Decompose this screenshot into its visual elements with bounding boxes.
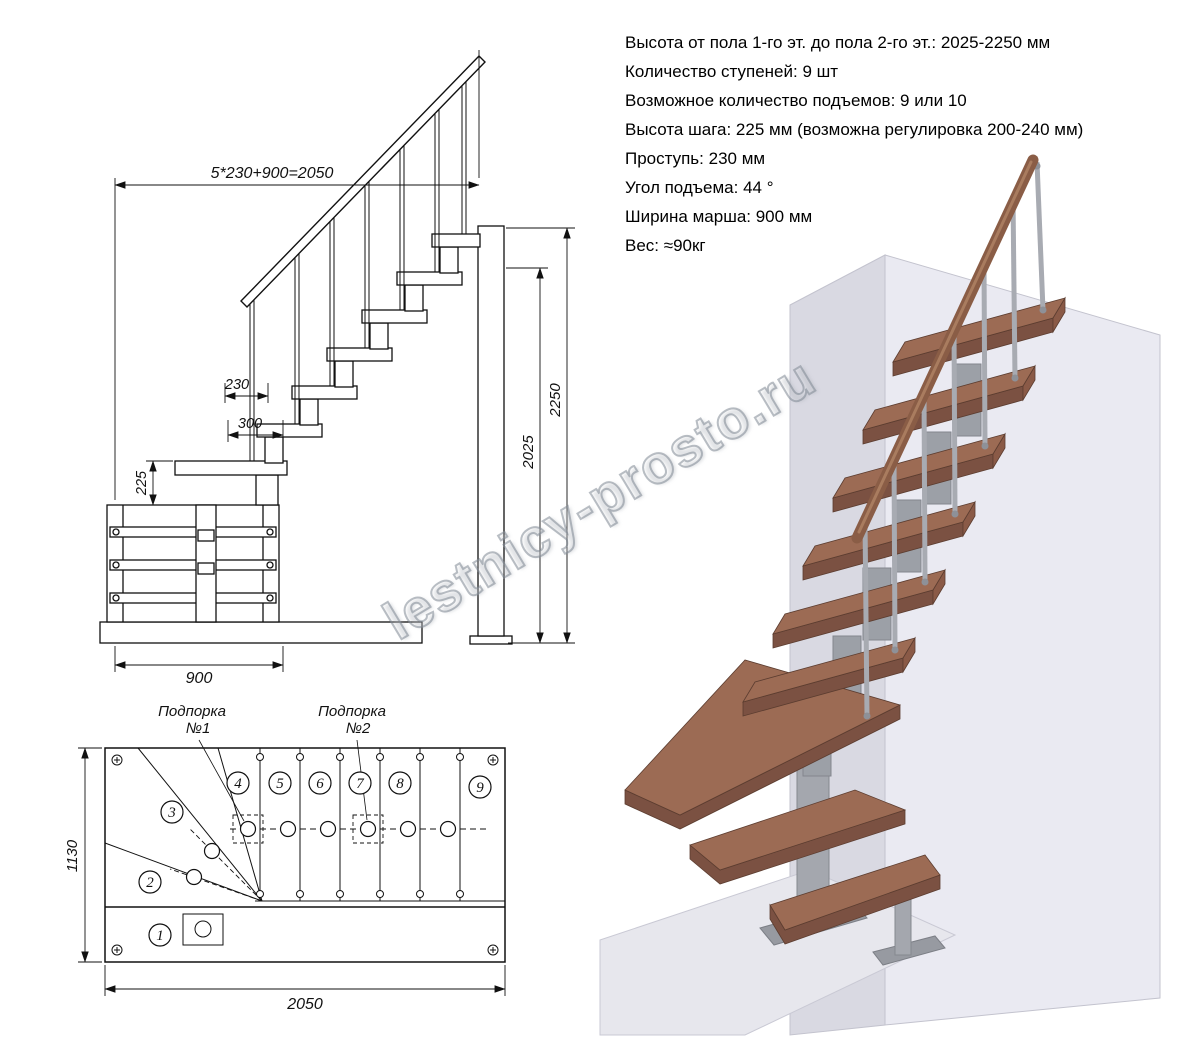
spec-line-step-count: Количество ступеней: 9 шт <box>625 62 839 81</box>
base-plate <box>99 621 423 644</box>
support2-label: Подпорка <box>318 703 386 720</box>
dim-label-width: 900 <box>186 670 213 687</box>
step-number: 9 <box>476 780 484 796</box>
spec-line-tread-depth: Проступь: 230 мм <box>625 149 766 168</box>
step-number: 4 <box>234 776 242 792</box>
spec-line-step-height: Высота шага: 225 мм (возможна регулировк… <box>625 120 1084 139</box>
spec-line-march-width: Ширина марша: 900 мм <box>625 207 813 226</box>
plan-labels: Подпорка №1 Подпорка №2 1 2 3 4 5 6 7 8 … <box>64 703 484 1013</box>
spec-line-height-range: Высота от пола 1-го эт. до пола 2-го эт.… <box>625 33 1051 52</box>
spec-line-rise-count: Возможное количество подъемов: 9 или 10 <box>625 91 967 110</box>
spec-line-weight: Вес: ≈90кг <box>625 236 706 255</box>
support1-leader <box>198 739 245 822</box>
dim-label-floor-height: 2025 <box>520 435 537 470</box>
tread-step4 <box>742 636 916 717</box>
column-base-plan <box>182 913 224 946</box>
dim-label-length: 2050 <box>286 996 323 1013</box>
dim-label-depth: 1130 <box>64 839 81 872</box>
step-number: 6 <box>316 776 324 792</box>
step-number: 1 <box>156 928 164 944</box>
step-number: 7 <box>356 776 365 792</box>
top-tread <box>431 233 481 248</box>
tread-step2 <box>689 789 907 885</box>
step-number: 2 <box>146 875 154 891</box>
support2-number: №2 <box>346 720 371 737</box>
balusters <box>862 161 1046 717</box>
dim-label-tread: 230 <box>224 377 249 393</box>
support1-number: №1 <box>186 720 211 737</box>
spec-list: Высота от пола 1-го эт. до пола 2-го эт.… <box>625 28 1083 260</box>
tread <box>361 309 428 324</box>
step-number: 3 <box>167 805 176 821</box>
post-foot <box>469 635 513 645</box>
step-number: 5 <box>276 776 284 792</box>
elevation-dimensions <box>109 50 575 672</box>
render-3d <box>599 154 1161 1036</box>
tread-step1 <box>769 854 941 945</box>
dim-label-full-height: 2250 <box>547 383 564 418</box>
plan-dimensions <box>78 747 506 996</box>
dim-label-platform: 300 <box>238 416 262 432</box>
support1-label: Подпорка <box>158 703 226 720</box>
support1-outline <box>232 814 264 844</box>
elevation-dim-labels: 5*230+900=2050 230 300 225 2025 2250 900 <box>134 165 564 687</box>
upper-post <box>477 225 505 637</box>
handrail-3d <box>851 154 1039 544</box>
tread-step3 <box>624 659 902 830</box>
tread <box>291 385 358 400</box>
dim-label-total: 5*230+900=2050 <box>211 165 334 182</box>
tread <box>396 271 463 286</box>
elevation-structure <box>99 225 513 645</box>
step-number-circles <box>138 771 492 947</box>
spec-line-angle: Угол подъема: 44 ° <box>625 178 774 197</box>
stair-footprint <box>104 747 506 963</box>
mount-bolts <box>185 820 457 886</box>
tread <box>326 347 393 362</box>
corner-screws <box>111 754 499 956</box>
step-number: 8 <box>396 776 404 792</box>
support2-outline <box>352 814 384 844</box>
dim-label-riser: 225 <box>134 470 150 496</box>
elevation-drawing: 5*230+900=2050 230 300 225 2025 2250 900 <box>99 50 575 687</box>
plan-drawing: Подпорка №1 Подпорка №2 1 2 3 4 5 6 7 8 … <box>64 703 506 1013</box>
plan-structure <box>78 739 506 996</box>
platform-tread <box>174 460 288 476</box>
